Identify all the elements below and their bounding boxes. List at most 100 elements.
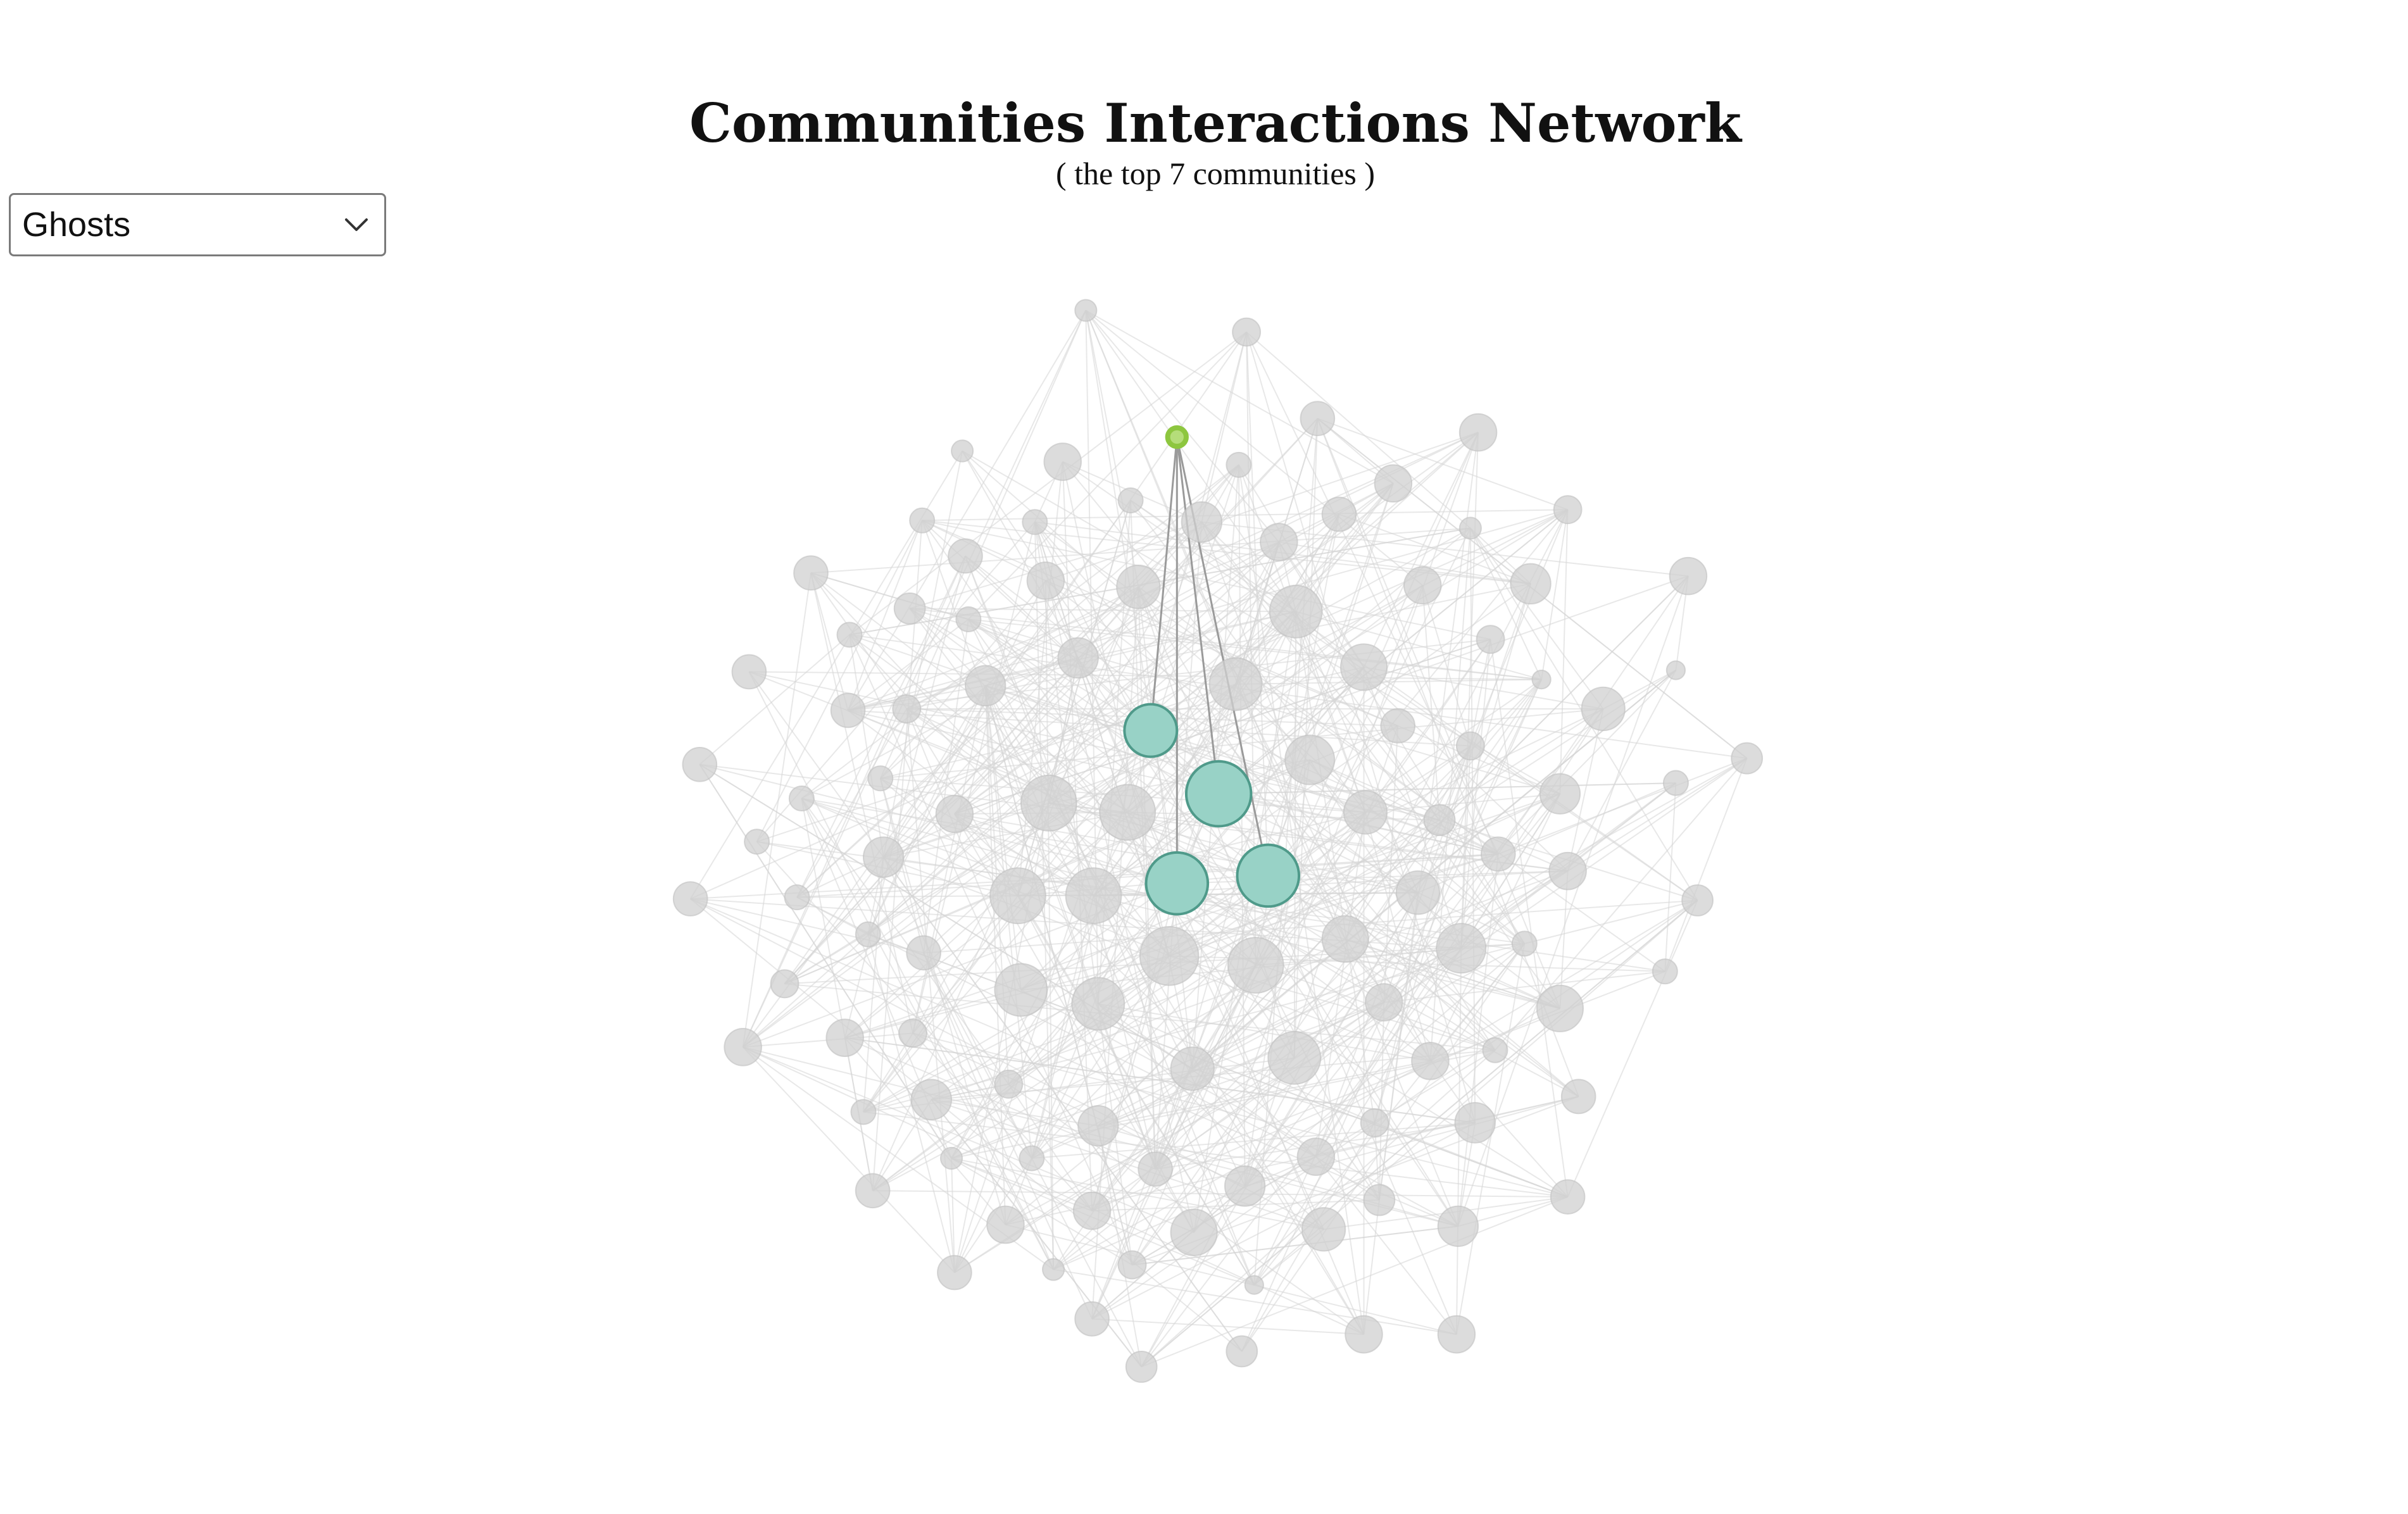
community-node[interactable] [1480,836,1516,872]
community-node[interactable] [1363,1184,1396,1217]
community-node[interactable] [1411,1042,1450,1080]
community-node[interactable] [1226,1335,1258,1368]
community-node[interactable] [898,1018,928,1048]
connected-community-node[interactable] [1236,843,1301,908]
community-node[interactable] [1510,563,1552,605]
community-node[interactable] [1321,496,1357,532]
community-node[interactable] [1300,401,1336,437]
community-node[interactable] [1125,1351,1158,1383]
community-node[interactable] [1244,1275,1264,1295]
community-node[interactable] [1458,516,1482,540]
community-node[interactable] [1395,870,1441,915]
community-node[interactable] [1116,565,1161,610]
community-node[interactable] [1531,669,1552,690]
community-node[interactable] [1224,1165,1266,1207]
connected-community-node[interactable] [1144,851,1210,916]
community-node[interactable] [744,829,770,855]
community-node[interactable] [939,1146,963,1170]
community-node[interactable] [892,694,922,723]
community-node[interactable] [862,836,905,878]
community-node[interactable] [1436,923,1487,974]
community-node[interactable] [1232,317,1262,347]
highlight-node-layer[interactable] [1123,425,1301,916]
community-node[interactable] [1581,686,1626,732]
community-node[interactable] [1550,1179,1586,1215]
community-node[interactable] [1019,1145,1045,1172]
community-node[interactable] [830,692,866,729]
community-node[interactable] [1455,731,1485,761]
community-node[interactable] [1553,495,1583,525]
community-node[interactable] [1071,977,1126,1031]
community-node[interactable] [1138,1151,1173,1187]
community-node[interactable] [825,1018,864,1057]
community-node[interactable] [855,1173,891,1209]
community-node[interactable] [1269,584,1323,639]
community-node[interactable] [1731,742,1764,775]
community-node[interactable] [1380,708,1416,744]
community-node[interactable] [1437,1205,1479,1248]
community-node[interactable] [1343,790,1388,835]
community-node[interactable] [855,921,881,948]
community-node[interactable] [1458,413,1498,452]
community-node[interactable] [867,765,894,792]
node-layer[interactable] [672,299,1764,1383]
community-node[interactable] [784,884,810,911]
selected-community-node[interactable] [1165,425,1189,449]
community-node[interactable] [910,1079,953,1121]
community-node[interactable] [965,665,1006,707]
community-node[interactable] [850,1099,877,1125]
community-node[interactable] [1042,1258,1065,1281]
community-node[interactable] [1536,984,1584,1032]
community-node[interactable] [770,969,800,999]
community-node[interactable] [1669,556,1708,596]
community-node[interactable] [1267,1030,1322,1085]
community-node[interactable] [1454,1102,1496,1144]
community-node[interactable] [1026,561,1065,600]
community-node[interactable] [1345,1315,1383,1354]
community-node[interactable] [1226,451,1252,478]
community-node[interactable] [1364,983,1403,1022]
community-node[interactable] [1403,566,1442,605]
community-node[interactable] [1117,1250,1147,1280]
community-node[interactable] [1170,1208,1218,1256]
community-node[interactable] [672,881,708,917]
community-node[interactable] [906,935,941,971]
community-node[interactable] [1117,487,1144,514]
community-node[interactable] [1227,937,1284,994]
community-node[interactable] [724,1028,762,1067]
community-node[interactable] [1074,299,1098,322]
community-node[interactable] [893,592,926,625]
community-node[interactable] [1476,625,1505,654]
community-node[interactable] [1374,464,1413,503]
community-node[interactable] [1437,1315,1476,1354]
community-node[interactable] [1065,867,1122,925]
community-node[interactable] [793,555,829,591]
community-node[interactable] [1077,1105,1119,1147]
community-node[interactable] [1339,643,1388,691]
community-node[interactable] [1074,1301,1110,1337]
community-node[interactable] [909,507,936,534]
community-node[interactable] [1662,770,1689,796]
community-node[interactable] [788,785,815,811]
community-node[interactable] [1681,884,1714,917]
community-node[interactable] [1043,442,1082,481]
community-node[interactable] [1423,804,1456,837]
community-node[interactable] [951,439,974,463]
community-node[interactable] [948,538,983,574]
community-node[interactable] [1560,1079,1596,1115]
community-node[interactable] [1284,734,1336,785]
community-node[interactable] [937,1254,972,1291]
community-node[interactable] [1539,773,1581,815]
community-node[interactable] [955,606,982,632]
community-node[interactable] [1548,851,1587,891]
community-node[interactable] [935,794,974,834]
community-select[interactable]: Ghosts [9,193,386,256]
community-node[interactable] [1301,1207,1346,1252]
community-node[interactable] [731,654,767,690]
community-node[interactable] [1099,784,1157,841]
community-node[interactable] [836,622,863,648]
community-node[interactable] [1665,660,1686,680]
community-node[interactable] [1170,1046,1215,1091]
community-node[interactable] [1020,774,1077,832]
